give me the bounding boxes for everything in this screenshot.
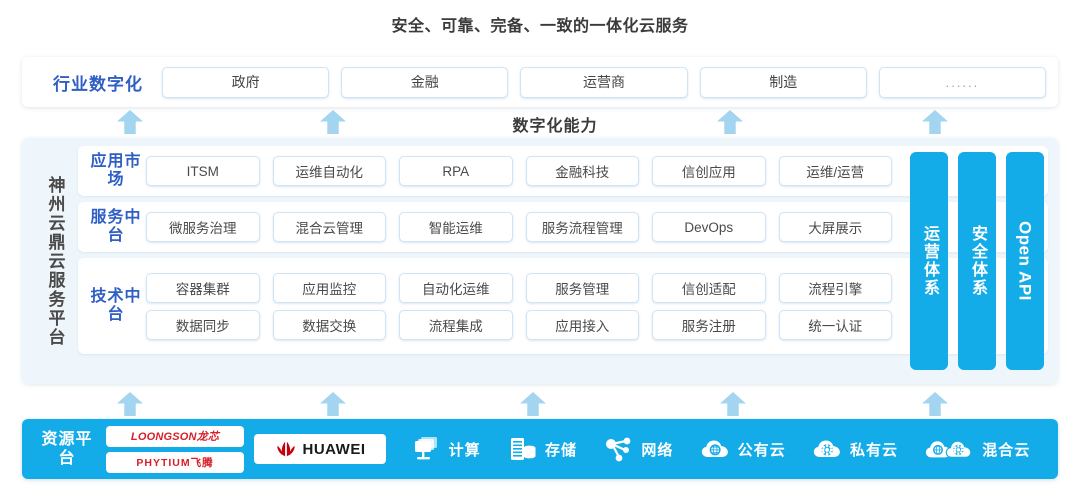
resource-item-storage-label: 存储 [544, 441, 577, 459]
resource-platform-bar: 资源平台 LOONGSON龙芯 PHYTIUM飞腾 HUAWEI [22, 419, 1058, 479]
resource-item-public-cloud-label: 公有云 [737, 441, 786, 459]
cell-xinchuang-adaptation[interactable]: 信创适配 [652, 272, 766, 303]
resource-item-network-label: 网络 [641, 441, 674, 459]
resource-item-compute[interactable]: 计算 [412, 435, 481, 463]
layer-row: ITSM 运维自动化 RPA 金融科技 信创应用 运维/运营 [146, 156, 892, 186]
resource-item-hybrid-cloud[interactable]: 混合云 [925, 435, 1030, 463]
cell-intelligent-ops[interactable]: 智能运维 [399, 212, 513, 242]
cell-app-access[interactable]: 应用接入 [525, 309, 639, 340]
pillar-open-api[interactable]: Open API [1006, 152, 1044, 370]
vertical-pillars: 运营体系 安全体系 Open API [906, 146, 1048, 376]
page-title: 安全、可靠、完备、一致的一体化云服务 [391, 18, 689, 35]
cell-process-integration[interactable]: 流程集成 [399, 309, 513, 340]
compute-icon [414, 437, 437, 460]
resource-item-list: 计算 存储 [398, 435, 1044, 463]
cell-fintech[interactable]: 金融科技 [525, 156, 639, 186]
layer-row: 微服务治理 混合云管理 智能运维 服务流程管理 DevOps 大屏展示 [146, 212, 892, 242]
pillar-ops-system[interactable]: 运营体系 [910, 152, 948, 370]
industry-chip-telecom[interactable]: 运营商 [520, 66, 688, 98]
industry-chip-more[interactable]: ...... [878, 66, 1047, 98]
pillar-open-api-label: Open API [1015, 221, 1035, 301]
cell-itsm[interactable]: ITSM [146, 156, 260, 186]
industry-digitalization-row: 行业数字化 政府 金融 运营商 制造 ...... [22, 57, 1058, 107]
pillar-security-system-label: 安全体系 [969, 225, 986, 297]
cell-microservice-governance[interactable]: 微服务治理 [146, 212, 260, 242]
cell-process-engine[interactable]: 流程引擎 [778, 272, 892, 303]
loongson-logo[interactable]: LOONGSON龙芯 [106, 425, 244, 447]
huawei-logo[interactable]: HUAWEI [254, 434, 386, 464]
cell-ops-automation[interactable]: 运维自动化 [272, 156, 386, 186]
cell-unified-auth[interactable]: 统一认证 [778, 309, 892, 340]
platform-layers: 应用市场 ITSM 运维自动化 RPA 金融科技 信创应用 运维/运营 服务中台 [78, 146, 1048, 376]
resource-item-public-cloud[interactable]: 公有云 [701, 435, 786, 463]
up-arrow-7 [520, 392, 546, 416]
layer-row: 数据同步 数据交换 流程集成 应用接入 服务注册 统一认证 [146, 309, 892, 340]
up-arrow-8 [720, 392, 746, 416]
up-arrow-2 [320, 110, 346, 134]
cpu-vendor-logos: LOONGSON龙芯 PHYTIUM飞腾 [106, 425, 244, 473]
industry-chip-government[interactable]: 政府 [162, 66, 330, 98]
up-arrow-3 [717, 110, 743, 134]
public-cloud-icon [701, 440, 728, 457]
cell-service-registry[interactable]: 服务注册 [652, 309, 766, 340]
up-arrow-4 [922, 110, 948, 134]
platform-side-label: 神州云鼎云服务平台 [45, 175, 65, 347]
resource-item-private-cloud[interactable]: 私有云 [813, 435, 898, 463]
layer-service-midplatform-grid: 微服务治理 混合云管理 智能运维 服务流程管理 DevOps 大屏展示 [146, 212, 1040, 242]
cell-service-management[interactable]: 服务管理 [525, 272, 639, 303]
industry-chip-list: 政府 金融 运营商 制造 ...... [162, 66, 1047, 98]
resource-item-private-cloud-label: 私有云 [849, 441, 898, 459]
layer-row: 容器集群 应用监控 自动化运维 服务管理 信创适配 流程引擎 [146, 272, 892, 303]
resource-item-compute-label: 计算 [448, 441, 481, 459]
pillar-ops-system-label: 运营体系 [921, 225, 938, 297]
layer-tech-midplatform-label: 技术中台 [90, 287, 142, 323]
up-arrow-5 [117, 392, 143, 416]
industry-chip-finance[interactable]: 金融 [341, 66, 509, 98]
up-arrow-1 [117, 110, 143, 134]
layer-app-market: 应用市场 ITSM 运维自动化 RPA 金融科技 信创应用 运维/运营 [78, 146, 1048, 196]
industry-chip-manufacturing[interactable]: 制造 [699, 66, 867, 98]
layer-tech-midplatform-grid: 容器集群 应用监控 自动化运维 服务管理 信创适配 流程引擎 数据同步 数据交换… [146, 272, 1040, 340]
huawei-flower-icon [276, 441, 295, 457]
resource-item-storage[interactable]: 存储 [508, 435, 577, 463]
platform-side-label-wrap: 神州云鼎云服务平台 [32, 146, 78, 376]
resource-platform-label: 资源平台 [41, 430, 93, 467]
phytium-logo[interactable]: PHYTIUM飞腾 [106, 451, 244, 473]
layer-app-market-grid: ITSM 运维自动化 RPA 金融科技 信创应用 运维/运营 [146, 156, 1040, 186]
up-arrow-6 [320, 392, 346, 416]
cell-automated-ops[interactable]: 自动化运维 [399, 272, 513, 303]
network-icon [606, 437, 631, 462]
cell-hybrid-cloud-mgmt[interactable]: 混合云管理 [272, 212, 386, 242]
layer-service-midplatform: 服务中台 微服务治理 混合云管理 智能运维 服务流程管理 DevOps 大屏展示 [78, 202, 1048, 252]
digital-capability-label: 数字化能力 [512, 118, 598, 135]
resource-item-network[interactable]: 网络 [604, 435, 673, 463]
cell-container-cluster[interactable]: 容器集群 [146, 272, 260, 303]
cell-service-process-mgmt[interactable]: 服务流程管理 [525, 212, 639, 242]
cloud-service-platform-panel: 神州云鼎云服务平台 应用市场 ITSM 运维自动化 RPA 金融科技 信创应用 … [22, 138, 1058, 384]
huawei-wordmark: HUAWEI [302, 440, 366, 458]
cell-big-screen-display[interactable]: 大屏展示 [778, 212, 892, 242]
layer-tech-midplatform: 技术中台 容器集群 应用监控 自动化运维 服务管理 信创适配 流程引擎 数据同步… [78, 258, 1048, 354]
cell-xinchuang-app[interactable]: 信创应用 [652, 156, 766, 186]
storage-icon [510, 438, 536, 460]
private-cloud-icon [813, 440, 840, 457]
layer-app-market-label: 应用市场 [90, 152, 142, 188]
layer-service-midplatform-label: 服务中台 [90, 208, 142, 244]
cell-rpa[interactable]: RPA [399, 156, 513, 186]
hybrid-cloud-icon [926, 440, 972, 458]
cell-data-sync[interactable]: 数据同步 [146, 309, 260, 340]
cell-devops[interactable]: DevOps [652, 212, 766, 242]
cell-data-exchange[interactable]: 数据交换 [272, 309, 386, 340]
cell-app-monitoring[interactable]: 应用监控 [272, 272, 386, 303]
resource-item-hybrid-cloud-label: 混合云 [982, 441, 1031, 459]
industry-row-label: 行业数字化 [53, 74, 143, 94]
cell-ops-operation[interactable]: 运维/运营 [778, 156, 892, 186]
up-arrow-9 [922, 392, 948, 416]
pillar-security-system[interactable]: 安全体系 [958, 152, 996, 370]
